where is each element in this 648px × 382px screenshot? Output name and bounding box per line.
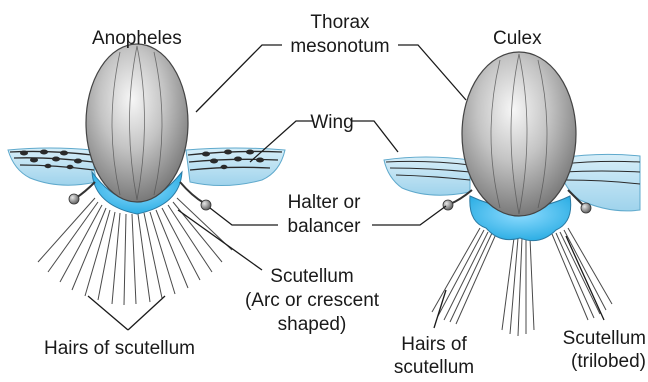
leader-thorax-right xyxy=(398,45,466,100)
label-hairs-left: Hairs of scutellum xyxy=(44,338,195,359)
label-thorax-line1: Thorax xyxy=(310,12,370,33)
culex-left-wing xyxy=(384,157,470,195)
leader-hairs-right xyxy=(434,290,446,328)
label-thorax-line2: mesonotum xyxy=(290,36,389,57)
label-scutellum-left-line2: (Arc or crescent xyxy=(245,290,380,311)
label-hairs-right-line1: Hairs of xyxy=(401,334,467,355)
anopheles-right-wing xyxy=(186,148,285,186)
label-scutellum-left-line3: shaped) xyxy=(278,314,347,335)
leader-halter-right xyxy=(372,206,446,225)
label-anopheles: Anopheles xyxy=(92,28,182,49)
label-halter-line1: Halter or xyxy=(288,192,362,213)
culex-scutellum-hairs xyxy=(432,228,612,336)
leader-halter-left xyxy=(210,208,278,225)
label-halter-line2: balancer xyxy=(288,216,362,237)
leader-hairs-left-a xyxy=(88,296,128,330)
culex-thorax xyxy=(462,52,576,216)
label-culex: Culex xyxy=(493,28,542,49)
label-scutellum-right-line1: Scutellum xyxy=(563,328,646,349)
label-scutellum-right-line2: (trilobed) xyxy=(571,351,646,372)
anopheles-figure xyxy=(8,44,285,305)
label-hairs-right-line2: scutellum xyxy=(394,357,474,377)
culex-figure xyxy=(384,52,640,336)
label-wing: Wing xyxy=(310,112,353,133)
leader-hairs-left-b xyxy=(128,296,165,330)
anopheles-left-wing xyxy=(8,148,96,185)
leader-scutellum-right xyxy=(566,236,604,320)
leader-wing-right xyxy=(352,121,398,152)
leader-thorax-left xyxy=(196,45,282,112)
anopheles-thorax xyxy=(86,44,188,202)
label-scutellum-left-line1: Scutellum xyxy=(270,266,353,287)
